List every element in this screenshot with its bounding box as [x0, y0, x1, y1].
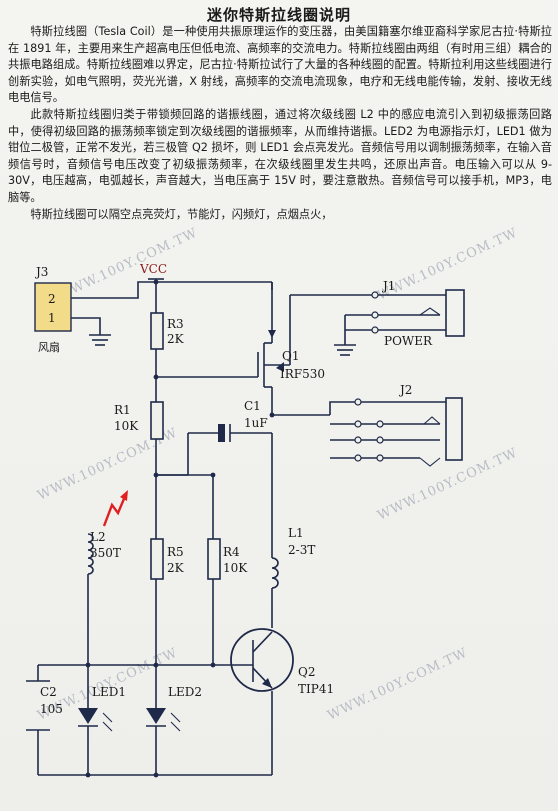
j2-ref: J2	[398, 383, 412, 397]
q2-ref: Q2	[298, 665, 315, 679]
c1-ref: C1	[244, 399, 261, 413]
l2-value: 350T	[90, 546, 121, 560]
r4-ref: R4	[223, 545, 240, 559]
power-jack-j1: J1 POWER	[290, 279, 465, 356]
j3-connector: J3 2 1 风扇	[34, 265, 156, 354]
q1-ref: Q1	[282, 349, 299, 363]
intro-paragraph-2: 此款特斯拉线圈归类于带锁频回路的谐振线圈，通过将次级线圈 L2 中的感应电流引入…	[8, 107, 552, 204]
resistor-r1: R1 10K	[114, 401, 164, 539]
j2-body	[445, 397, 463, 461]
led2: LED2	[146, 685, 202, 775]
led1: LED1	[78, 665, 126, 775]
audio-jack-j2: J2	[329, 383, 463, 467]
l1-value: 2-3T	[288, 543, 315, 557]
watermarks: WWW.100Y.COM.TW WWW.100Y.COM.TW WWW.100Y…	[35, 225, 520, 723]
j1-label: POWER	[384, 334, 433, 348]
resistor-r5: R5 2K	[150, 538, 185, 708]
vcc-label: VCC	[139, 262, 167, 276]
watermark-text: WWW.100Y.COM.TW	[55, 225, 200, 303]
transistor-q2: Q2 TIP41	[213, 628, 334, 775]
j3-body	[34, 282, 72, 332]
ground-icon	[334, 344, 356, 356]
intro-paragraph-1: 特斯拉线圈（Tesla Coil）是一种使用共振原理运作的变压器，由美国籍塞尔维…	[8, 25, 552, 105]
page-title: 迷你特斯拉线圈说明	[206, 6, 351, 24]
led1-ref: LED1	[92, 685, 126, 699]
j3-pin2: 2	[48, 292, 56, 306]
watermark-text: WWW.100Y.COM.TW	[375, 445, 520, 523]
vcc-rail: VCC	[139, 262, 272, 313]
spark-icon	[102, 493, 128, 527]
led2-ref: LED2	[168, 685, 202, 699]
ground-icon	[89, 334, 111, 346]
watermark-text: WWW.100Y.COM.TW	[375, 225, 520, 303]
led-row: LED1 LED2 C2 105	[26, 662, 272, 778]
r1-value: 10K	[114, 419, 139, 433]
mosfet-q1: Q1 IRF530	[257, 282, 325, 415]
r4-value: 10K	[223, 561, 248, 575]
r5-value: 2K	[167, 561, 185, 575]
coil-l2: L2 350T	[87, 490, 128, 665]
watermark-text: WWW.100Y.COM.TW	[325, 645, 470, 723]
coil-l1: L1 2-3T	[271, 433, 315, 628]
j3-pin1: 1	[48, 311, 56, 325]
q2-part: TIP41	[298, 682, 334, 696]
q1-part: IRF530	[280, 367, 325, 381]
l2-ref: L2	[90, 530, 106, 544]
r3-ref: R3	[167, 317, 184, 331]
l1-ref: L1	[288, 526, 304, 540]
intro-text: 特斯拉线圈（Tesla Coil）是一种使用共振原理运作的变压器，由美国籍塞尔维…	[8, 24, 552, 223]
j3-label: 风扇	[38, 340, 60, 354]
r3-value: 2K	[167, 332, 185, 346]
resistor-r3: R3 2K	[150, 312, 258, 402]
c2-value: 105	[40, 702, 63, 716]
intro-paragraph-3: 特斯拉线圈可以隔空点亮荧灯，节能灯，闪频灯，点烟点火，	[30, 207, 333, 221]
c1-value: 1uF	[244, 416, 268, 430]
r5-ref: R5	[167, 545, 184, 559]
capacitor-c2: C2 105	[26, 680, 63, 775]
j3-ref: J3	[34, 265, 48, 279]
resistor-r4: R4 10K	[156, 472, 248, 665]
capacitor-c1: C1 1uF	[156, 399, 330, 476]
c2-ref: C2	[40, 685, 57, 699]
r1-ref: R1	[114, 403, 131, 417]
j1-body	[445, 289, 465, 337]
j1-ref: J1	[381, 279, 395, 293]
